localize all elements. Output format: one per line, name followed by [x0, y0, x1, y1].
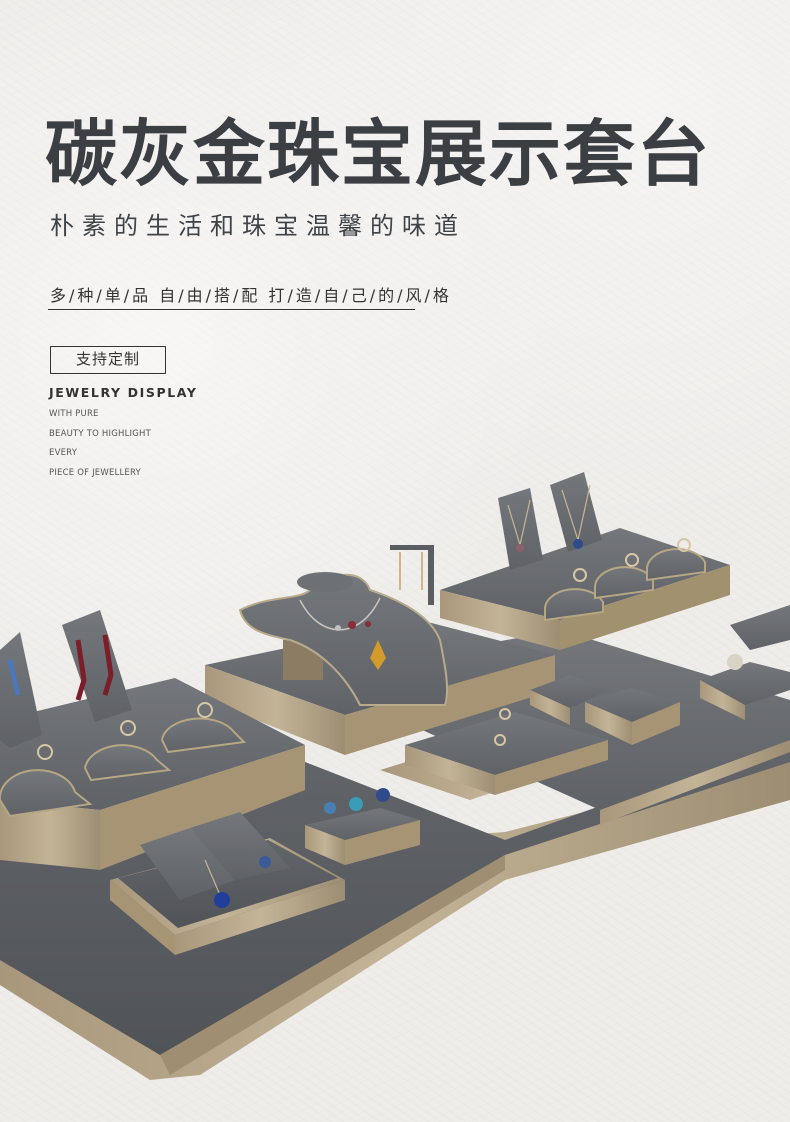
english-line-1: WITH PURE: [49, 409, 99, 419]
jewelry-display-illustration: [0, 472, 790, 1080]
front-pendant-tray: [110, 812, 345, 955]
ring-holder-icon: [543, 538, 706, 622]
customization-button[interactable]: 支持定制: [50, 346, 166, 374]
pendant-stand-icon: [498, 472, 602, 570]
necklace-bust-icon: [238, 572, 449, 706]
english-line-3: EVERY: [49, 448, 78, 458]
top-right-riser: [440, 528, 730, 650]
page-title: 碳灰金珠宝展示套台: [45, 112, 712, 196]
small-ring-blocks: [530, 675, 680, 745]
english-line-2: BEAUTY TO HIGHLIGHT: [49, 429, 151, 439]
display-tray-icon: [380, 708, 608, 800]
earring-blocks: [305, 788, 420, 865]
english-line-4: PIECE OF JEWELLERY: [49, 468, 141, 478]
left-riser: [0, 678, 305, 870]
left-earring-stands: [0, 610, 132, 748]
right-ring-blocks: [700, 605, 790, 720]
page-subtitle: 朴素的生活和珠宝温馨的味道: [50, 212, 466, 240]
left-ring-holders: [0, 702, 247, 818]
english-heading: JEWELRY DISPLAY: [49, 385, 198, 400]
tagline-divider: [48, 309, 415, 310]
tagline: 多/种/单/品 自/由/搭/配 打/造/自/己/的/风/格: [50, 286, 452, 305]
earring-stand-icon: [390, 545, 434, 605]
